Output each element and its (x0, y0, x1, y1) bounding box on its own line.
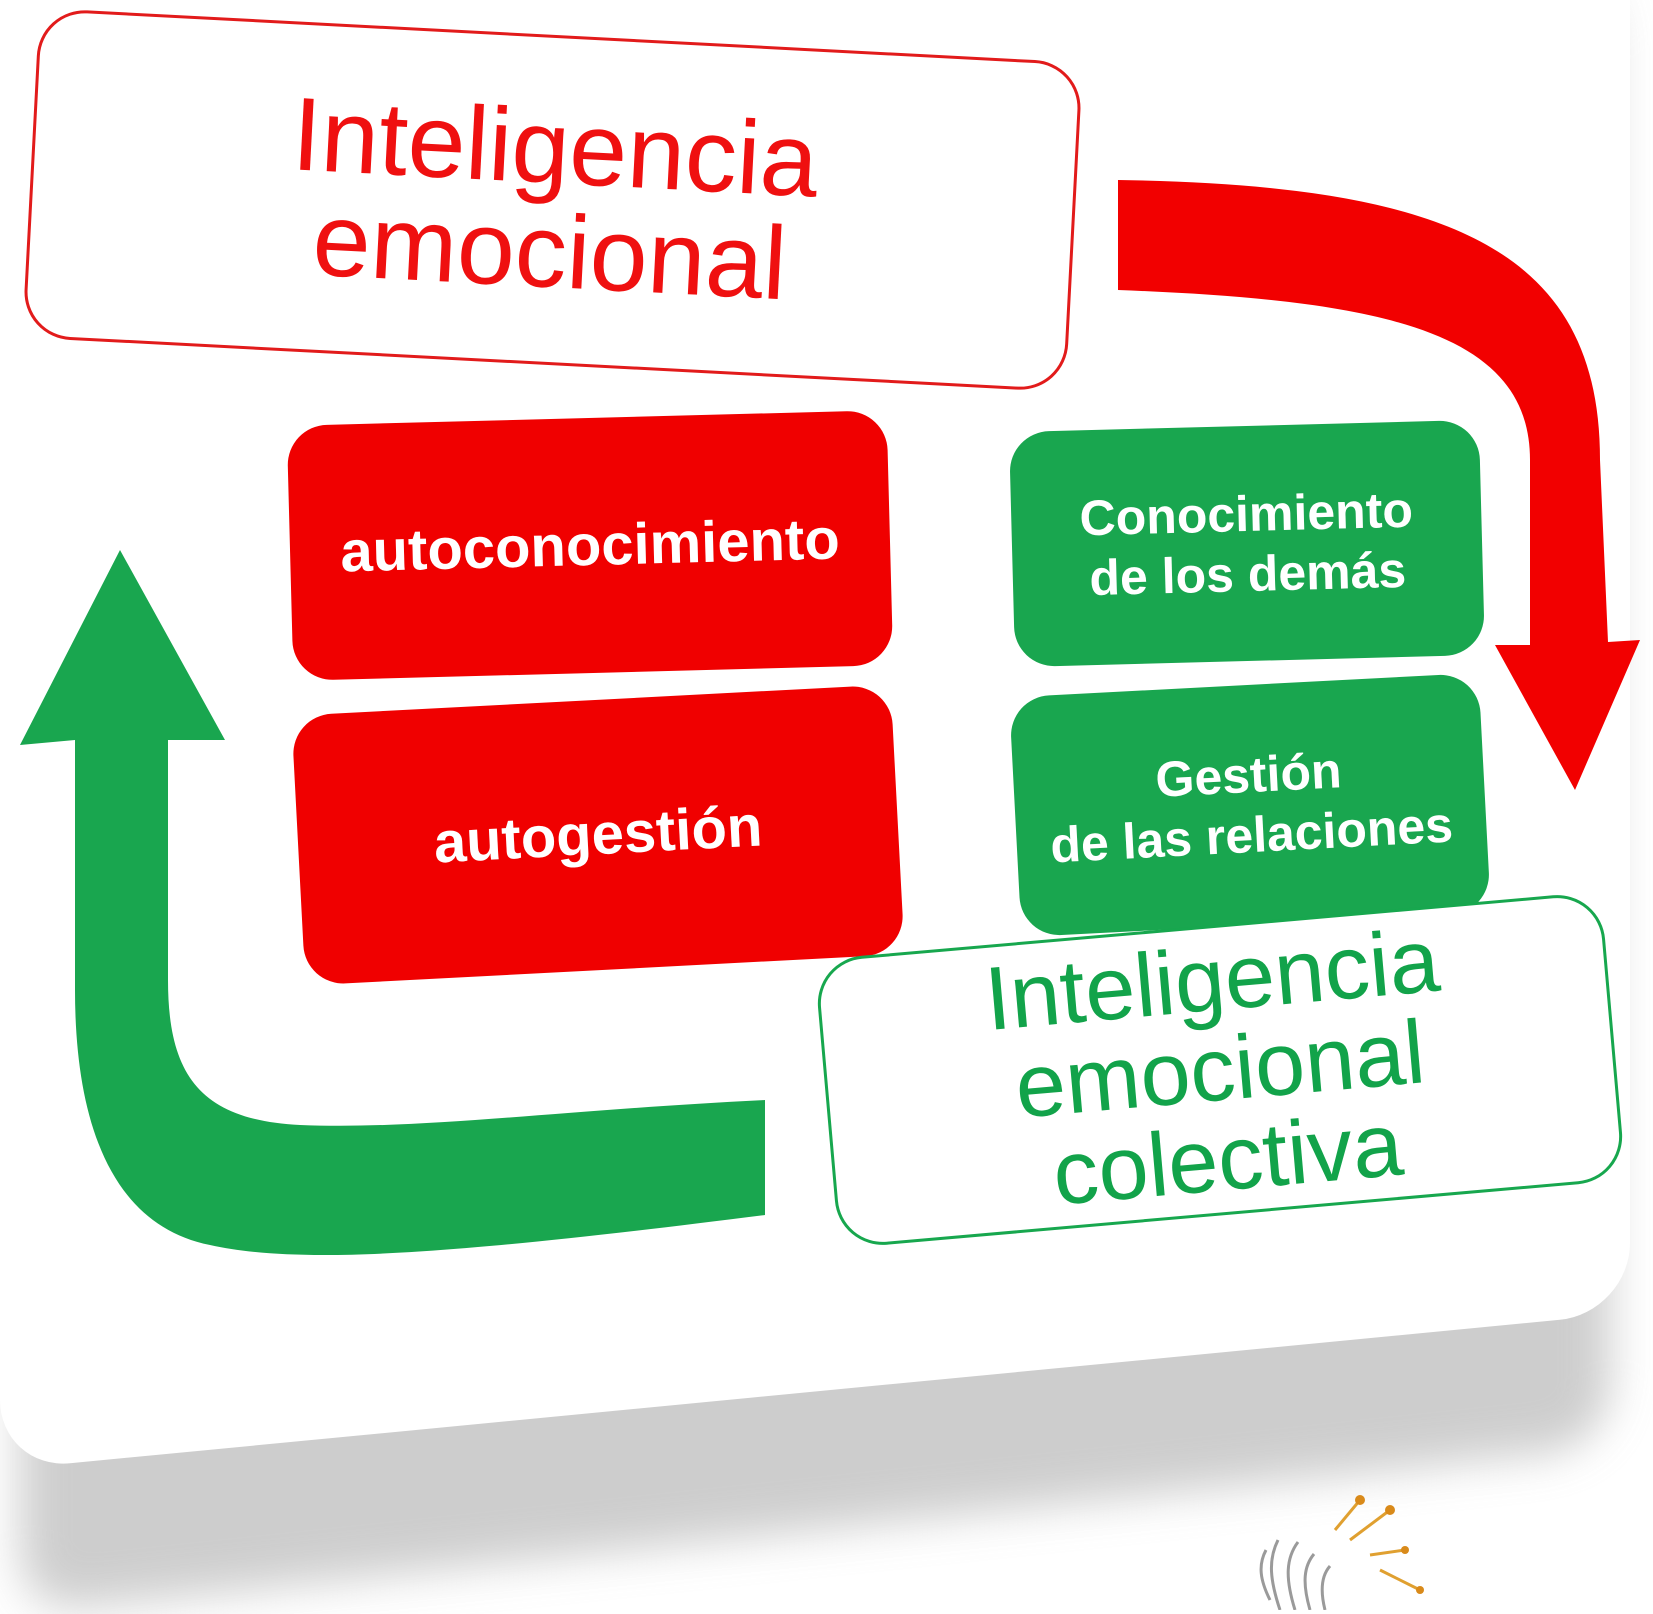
others-awareness-label-line1: Conocimiento (1078, 481, 1414, 546)
dandelion-logo-icon (1259, 1495, 1424, 1610)
relationship-management-box: Gestión de las relaciones (1009, 672, 1491, 938)
self-management-label: autogestión (432, 793, 764, 876)
self-awareness-label: autoconocimiento (339, 506, 841, 585)
green-cycle-arrow (20, 550, 765, 1255)
red-cycle-arrow (1118, 180, 1640, 790)
relationship-management-label-line1: Gestión (1154, 742, 1343, 808)
self-management-box: autogestión (291, 684, 905, 986)
self-awareness-box: autoconocimiento (286, 410, 894, 681)
relationship-management-label-line2: de las relaciones (1048, 796, 1455, 874)
emotional-intelligence-title-line2: emocional (310, 181, 790, 323)
others-awareness-label-line2: de los demás (1088, 541, 1407, 606)
others-awareness-box: Conocimiento de los demás (1009, 419, 1485, 668)
emotional-intelligence-title: Inteligencia emocional (22, 7, 1083, 393)
